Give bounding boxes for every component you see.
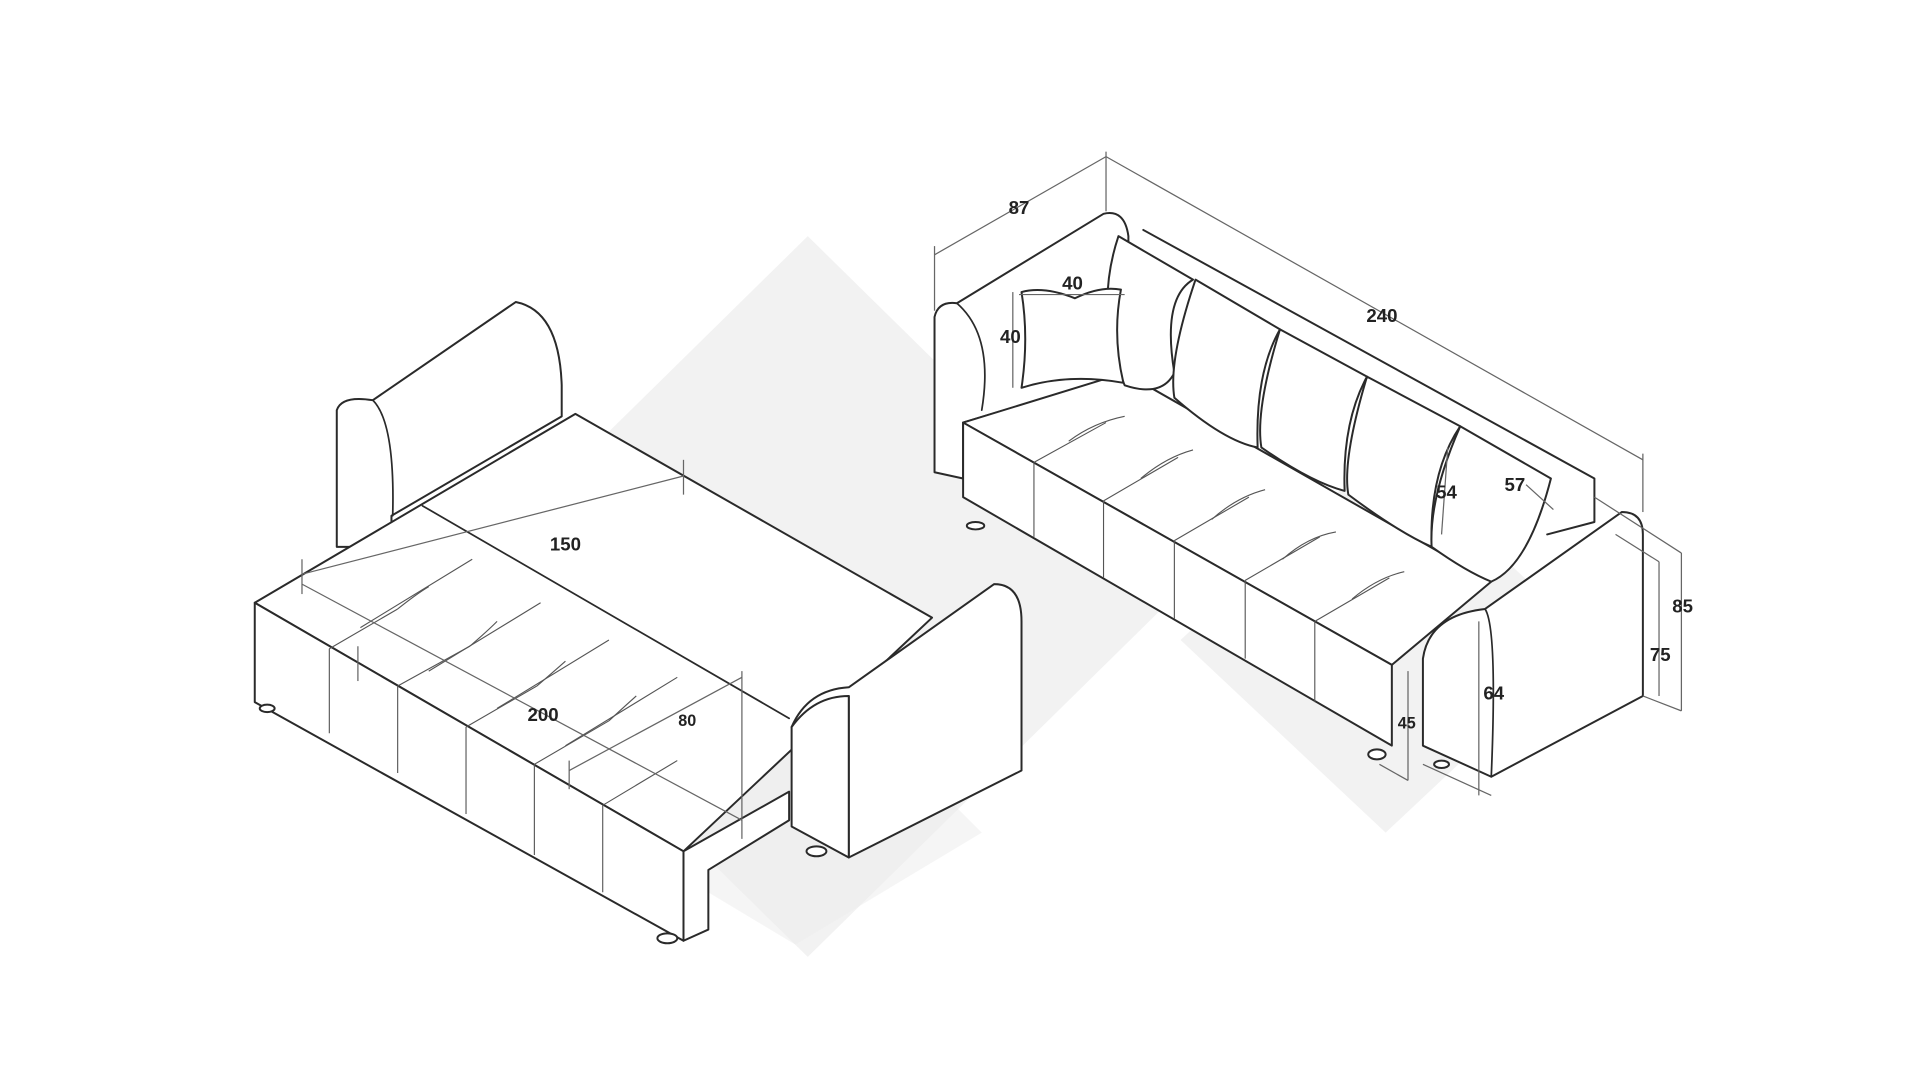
dim-length: 240 (1366, 305, 1397, 326)
dim-bed-length: 200 (528, 704, 559, 725)
dim-backrest: 57 (1505, 474, 1526, 495)
dim-inner-arm-height: 64 (1483, 683, 1504, 704)
dim-seat-height: 45 (1398, 714, 1416, 732)
dim-height: 85 (1672, 596, 1693, 617)
dim-bed-extension: 80 (678, 712, 696, 730)
dim-pillow-height: 40 (1000, 326, 1021, 347)
dim-seat-depth: 54 (1436, 481, 1457, 502)
sofa-assembled: 87 240 85 75 64 45 54 57 40 40 (933, 151, 1693, 796)
dim-arm-height: 75 (1650, 644, 1671, 665)
dim-pillow-width: 40 (1062, 273, 1083, 294)
sofa-bed-unfolded: 150 200 80 (253, 301, 1023, 945)
dim-depth: 87 (1009, 197, 1030, 218)
dim-bed-width: 150 (550, 534, 581, 555)
